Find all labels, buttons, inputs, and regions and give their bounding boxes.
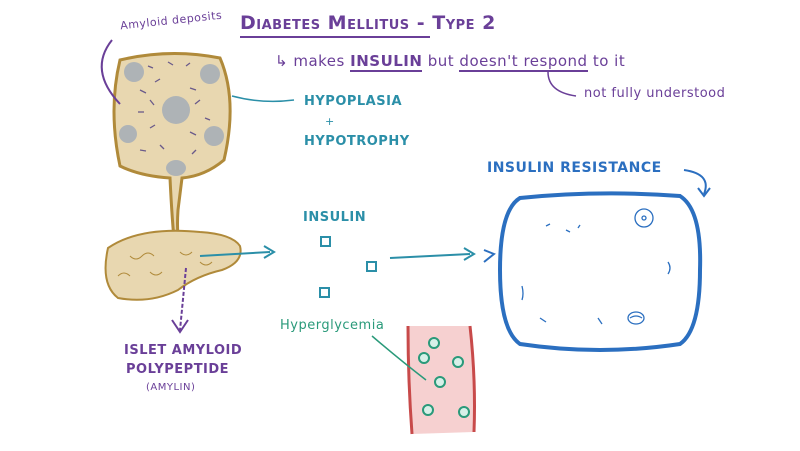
resistance-pointer xyxy=(683,169,707,195)
glucose-molecule xyxy=(428,337,440,349)
hyperglycemia-label: Hyperglycemia xyxy=(280,318,385,333)
note-connector xyxy=(547,71,577,97)
subtitle-middle: but xyxy=(427,52,455,70)
amyloid-deposit xyxy=(200,64,220,84)
amyloid-pointer xyxy=(100,39,121,105)
subtitle-prefix: makes xyxy=(293,52,345,70)
arrow-pancreas-insulin xyxy=(199,251,271,257)
glucose-molecule xyxy=(458,406,470,418)
glucose-molecule xyxy=(418,352,430,364)
glucose-molecule xyxy=(452,356,464,368)
cell-organelles xyxy=(521,208,671,325)
hypo-pointer xyxy=(231,95,295,103)
subtitle-suffix: to it xyxy=(592,52,626,70)
resistant-cell xyxy=(497,191,703,352)
note-text: not fully understood xyxy=(584,86,726,101)
plus-sign: + xyxy=(325,115,335,128)
beta-cell xyxy=(112,51,232,252)
arrow-to-iapp xyxy=(179,267,187,331)
glucose-molecule xyxy=(422,404,434,416)
insulin-resistance-label: INSULIN RESISTANCE xyxy=(487,160,662,176)
subtitle-insulin: INSULIN xyxy=(350,52,423,72)
page-title: Diabetes Mellitus - Type 2 xyxy=(240,12,496,34)
subtitle-bracket: ↳ xyxy=(275,52,294,70)
iapp-line2: POLYPEPTIDE xyxy=(126,362,230,377)
amyloid-deposit xyxy=(162,96,190,124)
hyperglycemia-pointer xyxy=(371,335,427,381)
pancreas-texture xyxy=(117,251,213,277)
insulin-molecule xyxy=(320,236,331,247)
amyloid-deposit xyxy=(119,125,137,143)
insulin-molecule xyxy=(319,287,330,298)
iapp-line1: ISLET AMYLOID xyxy=(124,343,243,358)
insulin-molecule xyxy=(366,261,377,272)
subtitle-doesnt-respond: doesn't respond xyxy=(459,52,588,72)
blood-vessel xyxy=(406,325,476,435)
insulin-label: INSULIN xyxy=(303,210,367,225)
arrow-insulin-cell xyxy=(389,253,471,259)
amyloid-deposit xyxy=(204,126,224,146)
glucose-molecule xyxy=(434,376,446,388)
amyloid-deposit xyxy=(166,160,186,176)
receptor xyxy=(483,249,496,263)
iapp-line3: (AMYLIN) xyxy=(146,382,196,393)
subtitle: ↳ makes INSULIN but doesn't respond to i… xyxy=(275,52,626,72)
pancreas xyxy=(104,229,242,301)
amyloid-deposit xyxy=(124,62,144,82)
hypoplasia-label: HYPOPLASIA xyxy=(304,94,403,109)
hypotrophy-label: HYPOTROPHY xyxy=(304,134,410,149)
